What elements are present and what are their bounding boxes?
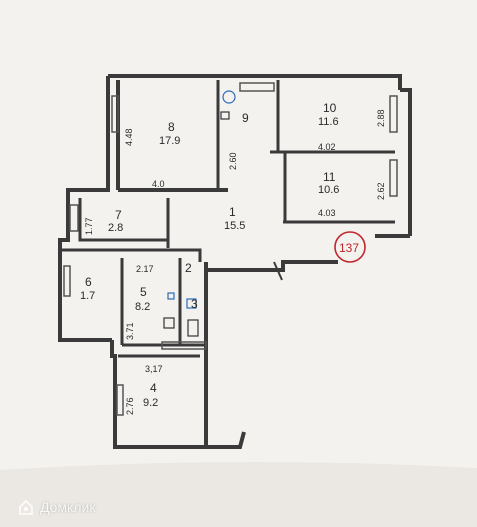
room-1-number: 1 — [229, 205, 236, 219]
room-1-area: 15.5 — [224, 220, 245, 232]
dim-room8-width: 4.0 — [152, 179, 165, 189]
dim-room1-height: 2.60 — [228, 152, 238, 170]
room-4-area: 9.2 — [143, 397, 158, 409]
dim-room10-width: 4.02 — [318, 142, 336, 152]
dim-room5-width: 2.17 — [136, 264, 154, 274]
dim-room8-height: 4.48 — [124, 128, 134, 146]
domclick-watermark: Домклик — [18, 499, 95, 515]
dimension-labels: 4.48 4.0 2.60 2.88 4.02 2.62 4.03 1.77 2… — [84, 109, 386, 415]
toilet-icon — [187, 319, 199, 337]
house-logo-icon — [19, 499, 33, 515]
washbasin-icon — [163, 317, 175, 329]
dim-room4-width: 3,17 — [145, 364, 163, 374]
room-11-area: 10.6 — [318, 184, 339, 196]
room-8-area: 17.9 — [159, 135, 180, 147]
room-8-number: 8 — [168, 120, 175, 134]
room-6-number: 6 — [85, 275, 92, 289]
room-3-number: 3 — [191, 297, 198, 311]
dim-room7-height: 1.77 — [84, 217, 94, 235]
room-10-number: 10 — [323, 101, 337, 115]
dim-room11-height: 2.62 — [376, 182, 386, 200]
windows — [63, 82, 398, 416]
room-9-number: 9 — [242, 111, 249, 125]
dim-room4-height: 2.76 — [125, 397, 135, 415]
dim-room10-height: 2.88 — [376, 109, 386, 127]
plan-number-stamp: 137 — [334, 231, 366, 263]
room-11-number: 11 — [323, 170, 336, 184]
plan-number: 137 — [339, 241, 359, 255]
sink-icon — [220, 111, 230, 120]
dim-room5-height: 3.71 — [125, 322, 135, 340]
paper-fold — [0, 461, 477, 527]
meter-icon — [167, 292, 175, 300]
room-10-area: 11.6 — [318, 116, 339, 128]
room-7-number: 7 — [115, 208, 122, 222]
room-6-area: 1.7 — [80, 290, 95, 302]
fixtures — [163, 90, 236, 337]
water-heater-icon — [186, 298, 197, 309]
room-labels: 8 17.9 9 10 11.6 11 10.6 7 2.8 1 15.5 6 … — [80, 101, 339, 409]
dim-room11-width: 4.03 — [318, 208, 336, 218]
room-7-area: 2.8 — [108, 222, 123, 234]
room-4-number: 4 — [150, 381, 157, 395]
gas-stove-icon — [222, 90, 236, 104]
room-2-number: 2 — [185, 261, 192, 275]
room-5-number: 5 — [140, 285, 147, 299]
watermark-text: Домклик — [40, 499, 96, 515]
room-5-area: 8.2 — [135, 301, 150, 313]
